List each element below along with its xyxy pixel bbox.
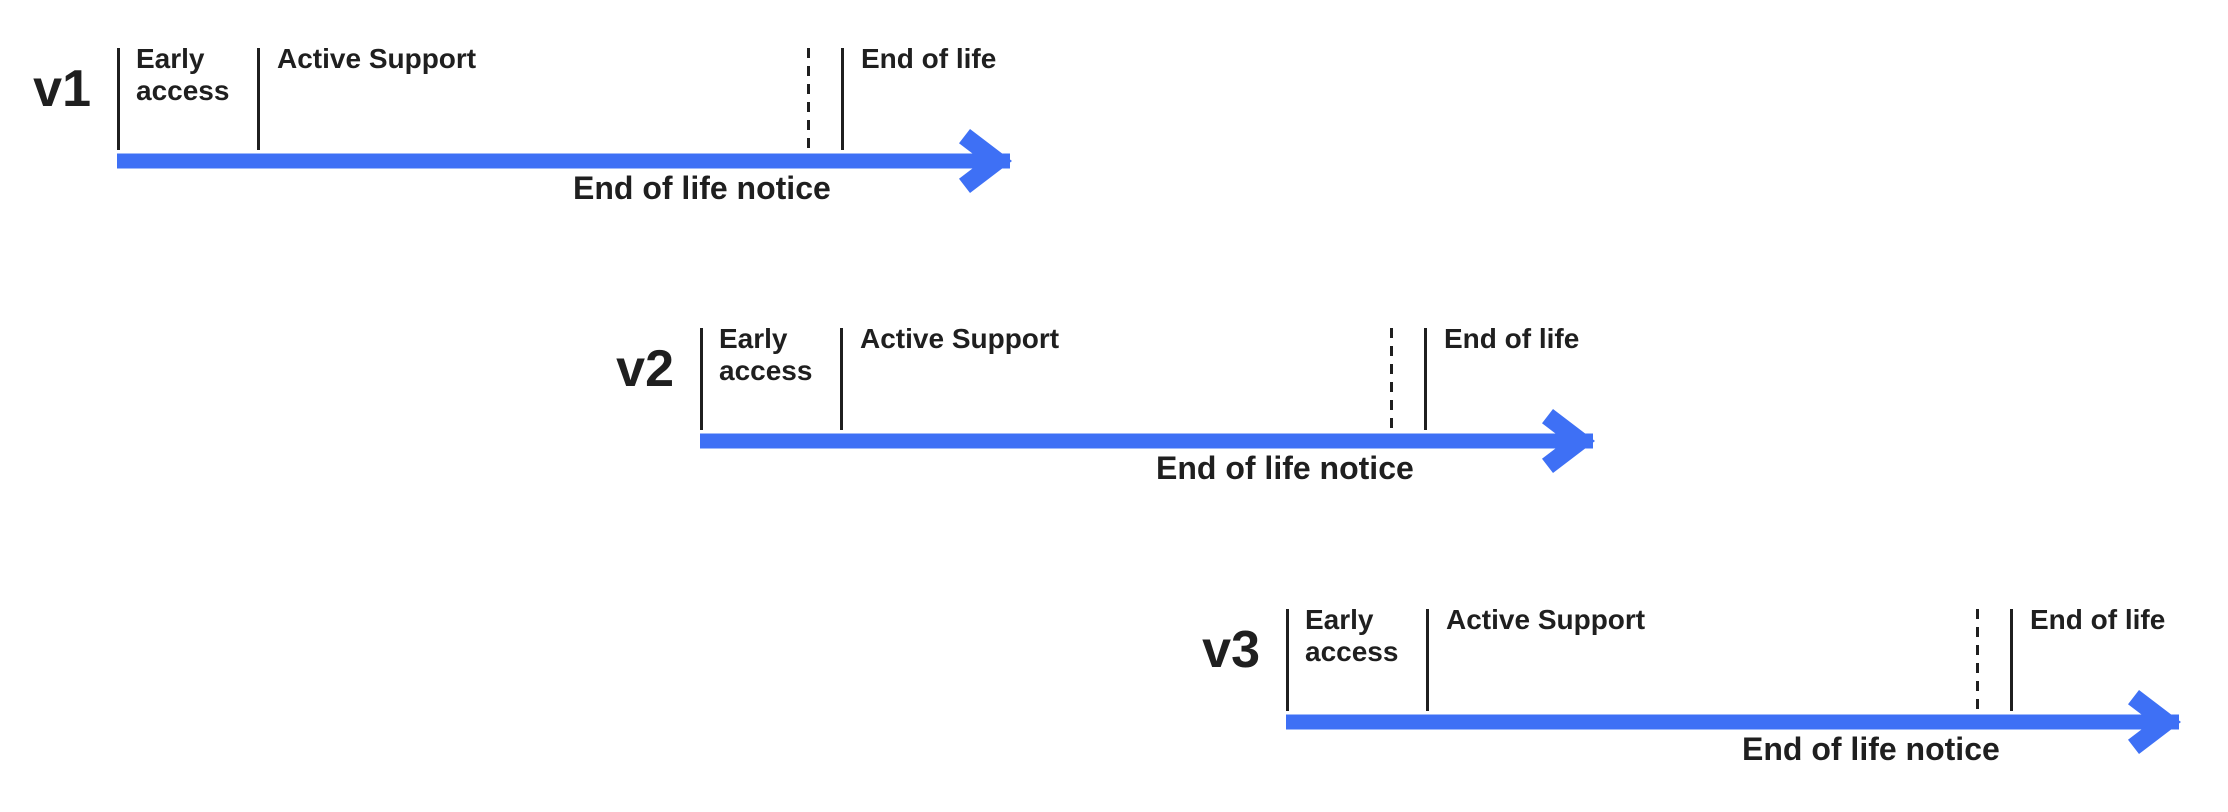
end-of-life-label: End of life: [2030, 604, 2166, 635]
end-of-life-notice-label: End of life notice: [1742, 731, 2000, 767]
active-support-label: Active Support: [860, 323, 1060, 354]
end-of-life-notice-label: End of life notice: [1156, 450, 1414, 486]
early-access-label: Early access: [136, 43, 230, 106]
timeline-v2: v2 Early access Active Support End of li…: [616, 323, 1610, 503]
end-of-life-label: End of life: [861, 43, 997, 74]
end-of-life-label: End of life: [1444, 323, 1580, 354]
arrow-head-icon: [1542, 409, 1595, 473]
active-support-start-tick: [840, 328, 843, 430]
arrow-head-icon: [2128, 690, 2181, 754]
early-access-label: Early access: [719, 323, 813, 386]
end-of-life-tick: [1424, 328, 1427, 430]
eol-notice-dashed-line: [1390, 328, 1393, 428]
timeline-arrow: [700, 409, 1595, 473]
arrow-shaft: [1286, 714, 2179, 730]
version-label-v2: v2: [616, 340, 674, 398]
arrow-head-icon: [959, 129, 1012, 193]
end-of-life-tick: [841, 48, 844, 150]
timeline-arrow: [1286, 690, 2181, 754]
timeline-arrow: [117, 129, 1012, 193]
timeline-v3: v3 Early access Active Support End of li…: [1202, 604, 2196, 784]
active-support-label: Active Support: [1446, 604, 1646, 635]
early-access-start-tick: [117, 48, 120, 150]
version-label-v1: v1: [33, 60, 91, 118]
version-label-v3: v3: [1202, 621, 1260, 679]
end-of-life-notice-label: End of life notice: [573, 170, 831, 206]
active-support-label: Active Support: [277, 43, 477, 74]
end-of-life-tick: [2010, 609, 2013, 711]
early-access-label: Early access: [1305, 604, 1399, 667]
early-access-start-tick: [700, 328, 703, 430]
arrow-shaft: [117, 153, 1010, 169]
eol-notice-dashed-line: [807, 48, 810, 148]
eol-notice-dashed-line: [1976, 609, 1979, 709]
arrow-shaft: [700, 433, 1593, 449]
active-support-start-tick: [257, 48, 260, 150]
timeline-v1: v1 Early access Active Support End of li…: [33, 43, 1027, 223]
early-access-start-tick: [1286, 609, 1289, 711]
active-support-start-tick: [1426, 609, 1429, 711]
